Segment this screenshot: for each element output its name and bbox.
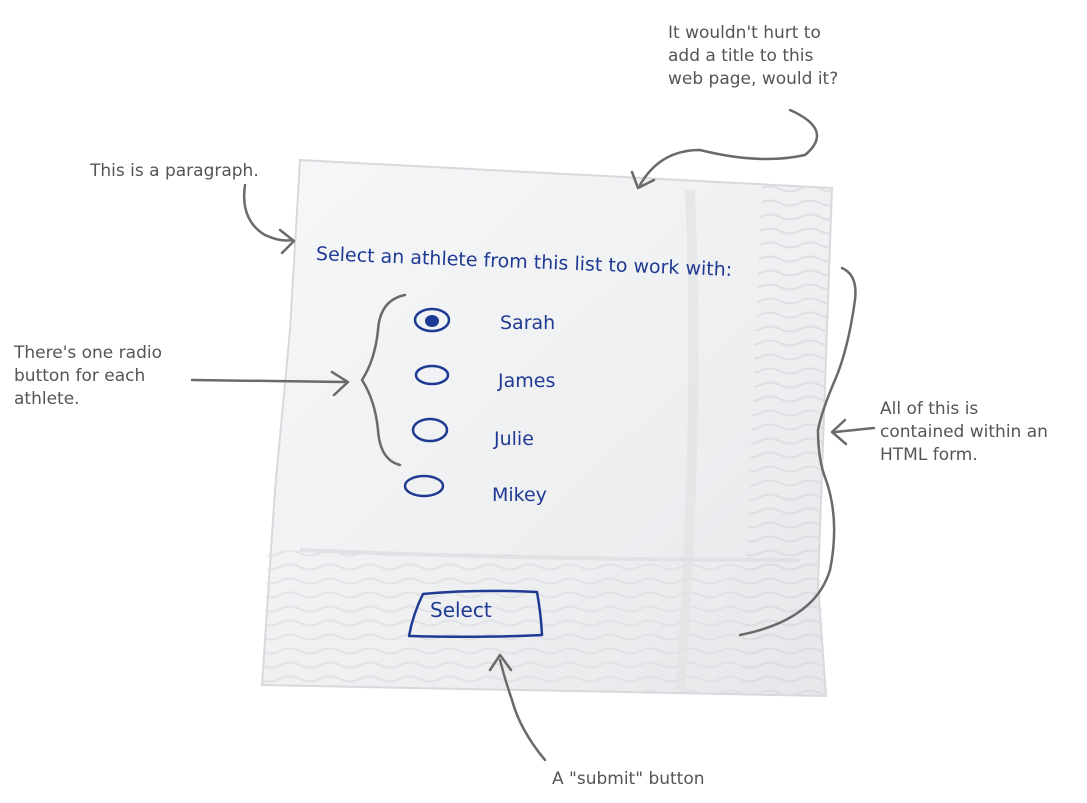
radio-annotation: There's one radio button for each athlet… (14, 343, 162, 409)
radio-label-mikey: Mikey (492, 484, 547, 506)
radio-button-james[interactable] (410, 360, 458, 394)
title-annotation: It wouldn't hurt to add a title to this … (668, 23, 839, 89)
radio-label-julie: Julie (494, 428, 534, 450)
select-submit-label: Select (430, 598, 492, 622)
form-annotation: All of this is contained within an HTML … (880, 399, 1048, 465)
radio-label-sarah: Sarah (500, 312, 556, 334)
radio-button-sarah[interactable] (410, 304, 458, 338)
paragraph-annotation: This is a paragraph. (90, 161, 259, 181)
select-submit-button[interactable] (405, 586, 545, 642)
radio-button-mikey[interactable] (398, 470, 452, 504)
radio-label-james: James (498, 370, 556, 392)
submit-annotation: A "submit" button (552, 769, 705, 789)
radio-button-julie[interactable] (406, 412, 456, 450)
